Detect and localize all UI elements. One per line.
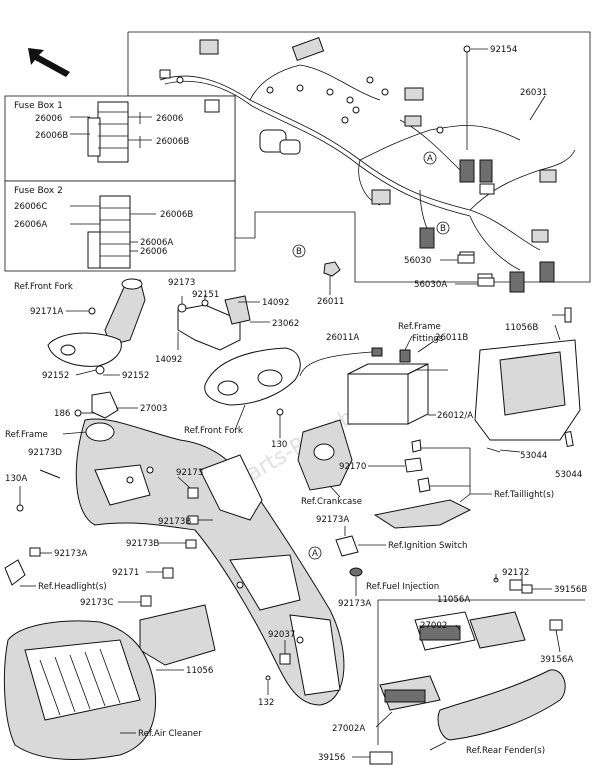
label-92173b-b: 92173B — [126, 539, 159, 549]
label-39156: 39156 — [318, 753, 345, 763]
upper-triple-clamp — [204, 347, 301, 438]
label-53044-a: 53044 — [520, 451, 547, 461]
label-132: 132 — [258, 698, 274, 708]
label-ref-frame-1: Ref.Frame — [5, 430, 48, 440]
label-27002a: 27002A — [332, 724, 365, 734]
callout-b-right — [436, 221, 450, 235]
label-ref-front-fork-2: Ref.Front Fork — [184, 426, 243, 436]
callout-a-bottom — [308, 546, 322, 560]
label-ref-frame-fittings-line1: Ref.Frame — [398, 322, 441, 332]
label-92173d: 92173D — [28, 448, 62, 458]
label-92173a-lower: 92173A — [338, 599, 371, 609]
air-cleaner-drawing — [3, 620, 157, 760]
label-11056: 11056 — [186, 666, 213, 676]
callout-a-top — [423, 151, 437, 165]
frame-fittings-tray — [474, 307, 581, 453]
label-27003: 27003 — [140, 404, 167, 414]
fuse-box-1-label-3: 26006B — [35, 131, 68, 141]
fuse-box-2-title: Fuse Box 2 — [14, 186, 63, 196]
label-26011a: 26011A — [326, 333, 359, 343]
label-26012a: 26012/A — [437, 411, 473, 421]
label-53044-b: 53044 — [555, 470, 582, 480]
label-92173a-left: 92173A — [54, 549, 87, 559]
front-direction-arrow-icon — [28, 48, 70, 77]
label-92151: 92151 — [192, 290, 219, 300]
crankcase-bracket — [297, 419, 353, 498]
fuse-box-2-label-4: 26006A — [140, 238, 173, 248]
main-frame-drawing — [75, 418, 345, 706]
callout-b-left — [292, 244, 306, 258]
callout-b-right-label: B — [440, 224, 446, 234]
label-ref-crankcase: Ref.Crankcase — [301, 497, 362, 507]
label-130: 130 — [271, 440, 287, 450]
label-92173c: 92173C — [80, 598, 113, 608]
fuse-box-2: Fuse Box 2 26006C 26006B 26006A 26006A 2… — [4, 180, 236, 272]
relay-bracket-assembly — [177, 295, 270, 351]
taillight-bracket — [368, 439, 492, 529]
label-92173b-a: 92173B — [158, 517, 191, 527]
label-23062: 23062 — [272, 319, 299, 329]
label-130a: 130A — [5, 474, 27, 484]
label-ref-headlight: Ref.Headlight(s) — [38, 582, 107, 592]
label-39156b: 39156B — [554, 585, 587, 595]
label-ref-air-cleaner: Ref.Air Cleaner — [138, 729, 202, 739]
wiring-harness-drawing — [159, 36, 576, 293]
fuse-box-1-label-2: 26006 — [156, 114, 183, 124]
label-27002: 27002 — [420, 621, 447, 631]
label-92154: 92154 — [490, 45, 517, 55]
label-92173-top: 92173 — [168, 278, 195, 288]
label-ref-fuel-injection: Ref.Fuel Injection — [366, 582, 439, 592]
label-ref-rear-fender: Ref.Rear Fender(s) — [466, 746, 545, 756]
label-92172: 92172 — [502, 568, 529, 578]
label-11056a: 11056A — [437, 595, 470, 605]
battery — [299, 335, 448, 425]
label-186: 186 — [54, 409, 70, 419]
ignition-switch-clips — [335, 526, 386, 596]
callout-b-left-label: B — [296, 247, 302, 257]
fuse-box-1-title: Fuse Box 1 — [14, 101, 63, 111]
label-26031: 26031 — [520, 88, 547, 98]
label-92152-b: 92152 — [122, 371, 149, 381]
fuse-box-1-label-4: 26006B — [156, 137, 189, 147]
label-92173-mid: 92173 — [176, 468, 203, 478]
label-92170: 92170 — [339, 462, 366, 472]
label-ref-ignition-switch: Ref.Ignition Switch — [388, 541, 467, 551]
label-26011b: 26011B — [435, 333, 468, 343]
label-92171a: 92171A — [30, 307, 63, 317]
frame-clips — [4, 476, 213, 607]
steering-stem-assembly — [47, 278, 146, 419]
label-ref-taillight: Ref.Taillight(s) — [494, 490, 554, 500]
label-39156a: 39156A — [540, 655, 573, 665]
label-92173a-upper: 92173A — [316, 515, 349, 525]
fuse-box-1-label-1: 26006 — [35, 114, 62, 124]
ecu-assembly — [352, 571, 585, 765]
label-26011: 26011 — [317, 297, 344, 307]
label-92037: 92037 — [268, 630, 295, 640]
fuse-box-2-label-3: 26006A — [14, 220, 47, 230]
label-56030a: 56030A — [414, 280, 447, 290]
fuse-box-2-label-5: 26006 — [140, 247, 167, 257]
label-14092-b: 14092 — [155, 355, 182, 365]
callout-a-bottom-label: A — [312, 549, 318, 559]
label-ref-frame-fittings-line2: Fittings — [412, 334, 444, 344]
fuse-box-1: Fuse Box 1 26006 26006 26006B 26006B — [4, 95, 236, 182]
fuse-box-2-label-2: 26006B — [160, 210, 193, 220]
label-11056b: 11056B — [505, 323, 538, 333]
label-ref-front-fork-1: Ref.Front Fork — [14, 282, 73, 292]
label-14092-a: 14092 — [262, 298, 289, 308]
label-92171: 92171 — [112, 568, 139, 578]
label-92152-a: 92152 — [42, 371, 69, 381]
label-56030: 56030 — [404, 256, 431, 266]
callout-a-top-label: A — [427, 154, 433, 164]
fuse-box-2-label-1: 26006C — [14, 202, 47, 212]
